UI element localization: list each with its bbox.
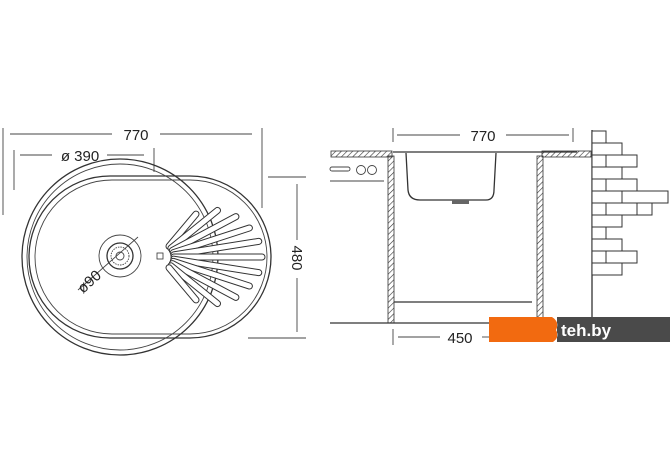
dim-770-top: 770 [123, 127, 148, 144]
brick-wall [591, 130, 669, 276]
brick [591, 226, 607, 240]
dim-90: ø90 [74, 267, 105, 297]
countertop [330, 150, 592, 158]
groove [171, 256, 262, 276]
drainboard-grooves [165, 206, 266, 308]
brick [636, 202, 653, 216]
dim-450: 450 [447, 330, 472, 347]
brick [605, 178, 638, 192]
teh-by-logo: teh.by [489, 317, 670, 342]
drain-section [452, 200, 469, 204]
brick [591, 142, 623, 156]
brick [591, 238, 623, 252]
groove [170, 225, 252, 256]
sink-bowl-section [405, 152, 497, 201]
width-dimension-770: 770 [2, 127, 263, 215]
logo-text: teh.by [561, 321, 612, 340]
cabinet-dimension-450: 450 [392, 329, 489, 347]
groove [166, 265, 199, 303]
top-view: 770 ø 390 ø90 [2, 127, 306, 356]
brick [591, 190, 623, 204]
brick [591, 166, 623, 180]
overflow-icon [156, 252, 164, 260]
side-view: 770 450 [329, 128, 669, 347]
brick [591, 202, 607, 216]
drain: ø90 [74, 234, 142, 297]
brick [621, 190, 669, 204]
dim-390: ø 390 [61, 148, 99, 165]
bowl-dimension-390: ø 390 [13, 148, 155, 190]
appliance-panel [329, 165, 384, 182]
brick [591, 262, 623, 276]
groove [171, 238, 262, 258]
depth-dimension-480: 480 [248, 176, 306, 339]
groove [168, 263, 221, 307]
groove [169, 214, 239, 253]
brick [591, 250, 607, 264]
brick [605, 250, 638, 264]
cabinet-wall-left [387, 155, 395, 324]
groove [166, 211, 199, 249]
width-dimension-770-side: 770 [392, 128, 574, 145]
groove [169, 261, 239, 300]
groove [168, 207, 221, 251]
dim-480: 480 [288, 245, 305, 270]
groove [170, 258, 252, 289]
brick [591, 214, 623, 228]
brick [605, 202, 638, 216]
brick [591, 130, 607, 144]
brick [605, 154, 638, 168]
dim-770-side: 770 [470, 128, 495, 145]
brick [591, 154, 607, 168]
cabinet-wall-right [536, 155, 544, 324]
brick [591, 178, 607, 192]
